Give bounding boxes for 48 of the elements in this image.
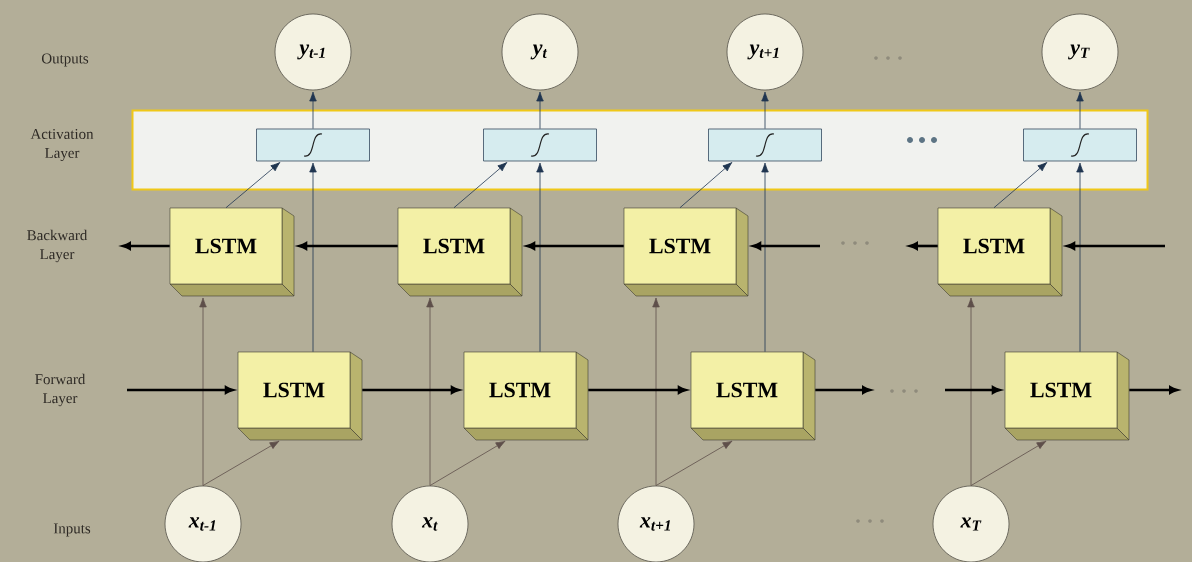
lstm-block: LSTM <box>623 207 749 297</box>
activation-box <box>708 128 822 162</box>
lstm-block: LSTM <box>937 207 1063 297</box>
arrow <box>202 440 280 486</box>
arrow <box>526 242 624 250</box>
arrow <box>429 440 506 486</box>
arrow <box>225 162 281 209</box>
arrow <box>679 162 733 209</box>
arrow <box>1076 91 1084 129</box>
activation-box <box>483 128 597 162</box>
arrow <box>761 162 769 353</box>
arrow <box>199 297 207 486</box>
arrow <box>761 91 769 129</box>
arrow <box>536 162 544 353</box>
arrow <box>536 91 544 129</box>
arrow <box>908 242 938 250</box>
lstm-block: LSTM <box>690 351 816 441</box>
arrow <box>362 386 460 394</box>
row-label: Outputs <box>41 53 89 67</box>
row-label: Backward Layer <box>27 229 88 263</box>
arrow <box>967 297 975 486</box>
row-label: Forward Layer <box>35 373 86 407</box>
arrow <box>309 91 317 129</box>
arrow <box>993 162 1048 209</box>
lstm-block: LSTM <box>463 351 589 441</box>
lstm-block: LSTM <box>397 207 523 297</box>
arrow <box>298 242 398 250</box>
row-label: Inputs <box>53 523 91 537</box>
arrow <box>1076 162 1084 353</box>
arrow <box>309 162 317 353</box>
arrow <box>945 386 1001 394</box>
arrow <box>970 440 1047 486</box>
arrow <box>815 386 872 394</box>
activation-box <box>1023 128 1137 162</box>
arrow <box>752 242 820 250</box>
arrow <box>588 386 687 394</box>
lstm-block: LSTM <box>237 351 363 441</box>
arrow <box>426 297 434 486</box>
arrow <box>652 297 660 486</box>
arrow <box>655 440 733 486</box>
row-label: Activation Layer <box>30 128 94 161</box>
activation-box <box>256 128 370 162</box>
lstm-block: LSTM <box>169 207 295 297</box>
arrow <box>1129 386 1179 394</box>
arrow <box>127 386 234 394</box>
arrow <box>453 162 508 209</box>
arrow <box>121 242 170 250</box>
lstm-block: LSTM <box>1004 351 1130 441</box>
